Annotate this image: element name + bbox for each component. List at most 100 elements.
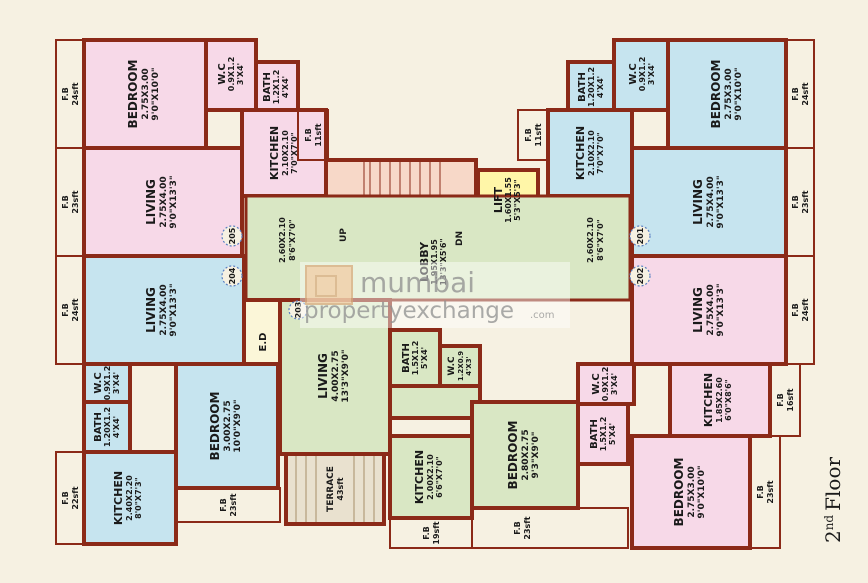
fb-label: F.B <box>513 521 522 534</box>
room-name: LIVING <box>316 353 330 399</box>
room-name: KITCHEN <box>574 126 587 180</box>
room-size: 0.9X1.2 <box>227 57 236 92</box>
room-name: LIVING <box>691 179 705 225</box>
c-terrace <box>284 452 386 526</box>
floor-title: 2ndFloor <box>821 457 845 544</box>
fb-area: 11sft <box>534 123 543 146</box>
room-name: LIFT <box>492 186 505 213</box>
room-size-ft: 7'0"X7'0" <box>596 132 605 174</box>
room-size: 0.9X1.2 <box>638 57 647 92</box>
mr-bedroom-label: BEDROOM 2.75X3.00 9'0"X10'0" <box>672 458 707 527</box>
room-size: 2.75X3.00 <box>141 68 151 119</box>
room-size: 1.5X1.2 <box>411 341 420 376</box>
c-bedroom-label: BEDROOM 2.80X2.75 9'3"X9'0" <box>506 421 541 490</box>
room-name: KITCHEN <box>702 373 715 427</box>
room-name: W.C <box>628 63 639 84</box>
room-size-ft: 4'X4' <box>596 76 605 98</box>
mr-bath <box>576 402 630 466</box>
flat-top-right <box>546 38 788 258</box>
room-size-ft: 6'0"X8'6" <box>724 379 733 421</box>
fb-label: F.B <box>422 526 431 539</box>
flat-middle-left <box>82 254 282 546</box>
room-name: BATH <box>401 343 412 373</box>
c-living-label: LIVING 4.00X2.75 13'3"X9'0" <box>316 349 351 402</box>
c-bath-label: BATH 1.5X1.2 5'X4' <box>401 341 429 376</box>
room-size-ft: 4'X4' <box>112 416 121 438</box>
fb-label: F.B <box>776 393 785 406</box>
flat-top-left <box>56 38 328 258</box>
room-size: 2.10X2.10 <box>281 130 290 176</box>
floor-label: Floor <box>821 457 845 511</box>
tl-kitchen-label: KITCHEN 2.10X2.10 7'0"X7'0" <box>268 126 299 180</box>
room-size-ft: 9'0"X10'0" <box>697 465 707 518</box>
room-name: TERRACE <box>326 466 336 512</box>
room-size: 2.75X4.00 <box>159 176 169 227</box>
fb-label: F.B <box>61 303 70 316</box>
fb-area: 23sft <box>229 493 238 516</box>
tl-bath-label: BATH 1.2X1.2 4'X4' <box>262 70 290 105</box>
flat-numbers: 201 202 203 204 205 <box>221 225 651 320</box>
fb-label: F.B <box>61 195 70 208</box>
room-size: 2.75X4.00 <box>706 284 716 335</box>
room-size: 1.85X2.60 <box>715 377 724 423</box>
mr-wc <box>576 362 636 406</box>
room-labels: BEDROOM 2.75X3.00 9'0"X10'0" W.C 0.9X1.2… <box>93 57 744 527</box>
room-size: 0.9X1.2 <box>601 367 610 402</box>
mr-wc-label: W.C 0.9X1.2 3'X4' <box>591 367 619 402</box>
room-size: 1.60X1.55 <box>504 177 513 223</box>
room-size: 2.75X3.00 <box>724 68 734 119</box>
room-name: KITCHEN <box>112 471 125 525</box>
lobby-label: LOBBY 1.95X1.95 13'3"X5'6" <box>418 238 448 285</box>
fb-area: 24sft <box>801 82 810 105</box>
watermark-tld: .com <box>530 310 555 321</box>
fb-label: F.B <box>791 195 800 208</box>
room-size: 2.40X2.20 <box>125 475 134 521</box>
tr-wc <box>612 38 670 112</box>
tl-bedroom-label: BEDROOM 2.75X3.00 9'0"X10'0" <box>126 60 161 129</box>
door-number: 203 <box>294 302 303 319</box>
watermark: mumbai propertyexchange .com <box>300 262 570 328</box>
stair-up-label: UP <box>339 228 349 242</box>
room-size: 2.75X3.00 <box>687 466 697 517</box>
room-size-ft: 3'X4' <box>610 373 619 395</box>
lift-label: LIFT 1.60X1.55 5'3"X5'3" <box>492 177 522 223</box>
door-202: 202 <box>629 265 651 287</box>
room-size-ft: 5'X4' <box>608 423 617 445</box>
room-size: 2.75X4.00 <box>706 176 716 227</box>
tl-living-label: LIVING 2.75X4.00 9'0"X13'3" <box>144 175 179 228</box>
door-203: 203 <box>288 300 308 320</box>
fb-label: F.B <box>791 303 800 316</box>
room-size-ft: 6'6"X7'0" <box>435 456 444 498</box>
tr-kitchen-label: KITCHEN 2.10X2.10 7'0"X7'0" <box>574 126 605 180</box>
room-name: LOBBY <box>418 241 431 282</box>
room-size: 1.2X1.2 <box>272 70 281 105</box>
room-size-ft: 8'6"X7'0" <box>288 219 297 261</box>
room-size: 2.75X4.00 <box>159 284 169 335</box>
room-size-ft: 3'X4' <box>112 372 121 394</box>
room-name: LIVING <box>691 287 705 333</box>
tl-bedroom <box>82 38 208 150</box>
floor-suffix: nd <box>822 515 836 531</box>
room-name: BEDROOM <box>709 60 723 129</box>
room-name: BEDROOM <box>126 60 140 129</box>
tl-wc <box>204 38 258 112</box>
room-size-ft: 3'X4' <box>236 63 245 85</box>
room-size-ft: 10'0"X9'0" <box>233 399 243 452</box>
room-size: 4.00X2.75 <box>331 350 341 401</box>
room-size-ft: 13'3"X9'0" <box>341 349 351 402</box>
watermark-text: propertyexchange <box>304 298 514 324</box>
room-size: 2.60X2.10 <box>278 217 287 263</box>
fb-area: 24sft <box>71 82 80 105</box>
ml-bath-label: BATH 1.20X1.2 4'X4' <box>93 407 121 447</box>
passage-right-label: 2.60X2.10 8'6"X7'0" <box>586 217 605 263</box>
room-name: BATH <box>262 72 273 102</box>
door-number: 205 <box>228 227 237 244</box>
